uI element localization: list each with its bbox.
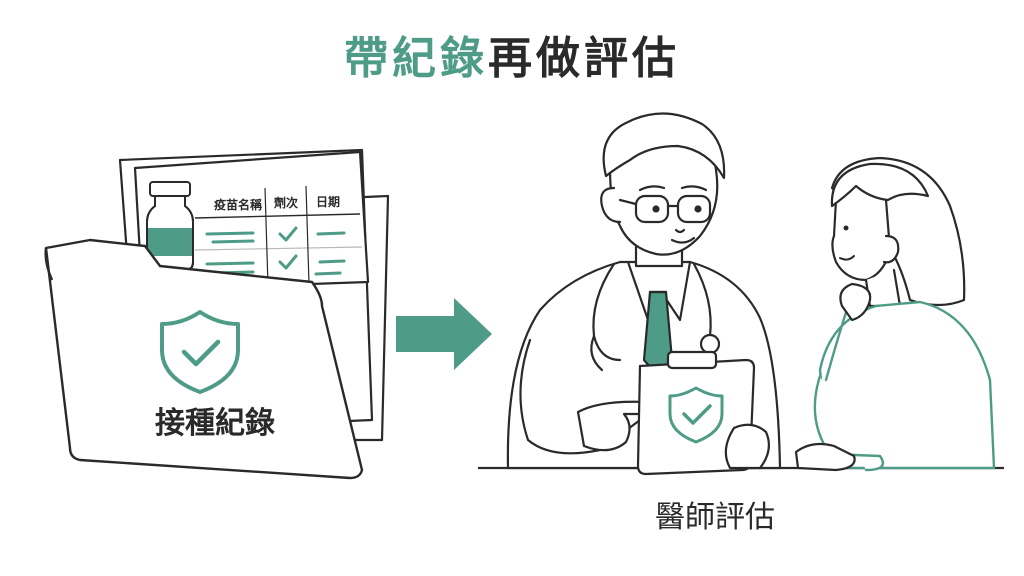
- table-header-vaccine: 疫苗名稱: [214, 197, 262, 212]
- title-dark: 再做評估: [488, 33, 680, 84]
- check-icon: [278, 226, 298, 242]
- page-title: 帶紀錄再做評估: [0, 22, 1024, 86]
- check-icon: [278, 254, 298, 270]
- folder-label: 接種紀錄: [155, 406, 275, 441]
- shield-check-icon: [160, 310, 240, 394]
- patient-figure: [794, 156, 996, 472]
- arrow-right-icon: [396, 298, 492, 370]
- table-header-date: 日期: [316, 194, 340, 209]
- clipboard-icon: [636, 350, 756, 476]
- doctor-caption: 醫師評估: [655, 500, 775, 535]
- vaccine-vial-icon: [146, 181, 194, 271]
- table-header-dose: 劑次: [273, 195, 298, 210]
- doctor-figure: [506, 112, 782, 470]
- stethoscope-icon: [590, 262, 721, 372]
- doctor-hand: [724, 423, 771, 470]
- title-accent: 帶紀錄: [344, 33, 488, 84]
